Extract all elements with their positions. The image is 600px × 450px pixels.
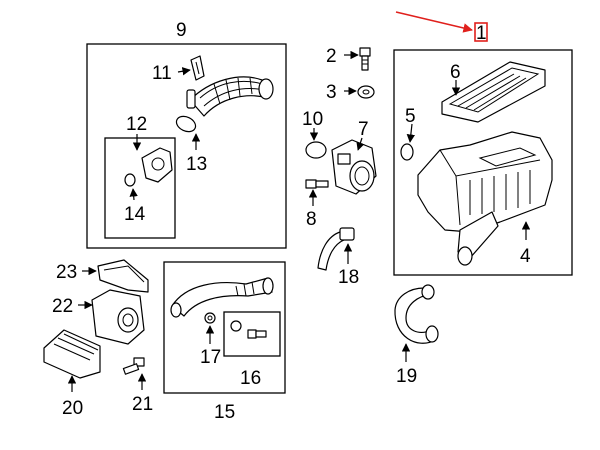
callout-11: 11 — [152, 63, 172, 84]
leader-11 — [177, 67, 191, 76]
seal-ring — [400, 143, 414, 161]
group-box-15 — [163, 261, 286, 394]
duct-20 — [43, 329, 101, 379]
callout-14: 14 — [124, 204, 146, 225]
vent-hose-18 — [317, 227, 355, 271]
nut-17 — [204, 312, 216, 324]
callout-2: 2 — [326, 46, 337, 67]
callout-1: 1 — [476, 23, 487, 44]
callout-5: 5 — [405, 106, 416, 127]
leader-7 — [356, 137, 365, 151]
leader-5 — [406, 123, 416, 143]
grommet-3 — [357, 85, 375, 99]
air-filter-element — [441, 61, 546, 123]
callout-21: 21 — [132, 394, 153, 415]
callout-7: 7 — [358, 119, 369, 140]
red-highlight-box — [474, 22, 488, 42]
group-box-12 — [104, 137, 176, 239]
cover-23 — [97, 259, 149, 293]
callout-20: 20 — [62, 398, 83, 419]
callout-23: 23 — [56, 262, 77, 283]
bracket-22 — [91, 289, 145, 345]
hose-clamp-11 — [190, 55, 205, 81]
callout-12: 12 — [126, 114, 147, 135]
callout-19: 19 — [396, 366, 417, 387]
clamp-10 — [305, 141, 327, 159]
mass-airflow-sensor-12 — [141, 147, 173, 183]
fasteners-16 — [230, 320, 267, 339]
resonator-duct-15 — [170, 277, 274, 318]
callout-9: 9 — [176, 20, 187, 41]
air-duct-19 — [394, 284, 439, 344]
callout-17: 17 — [200, 347, 221, 368]
hose-clamp-13 — [175, 115, 197, 133]
callout-8: 8 — [306, 209, 317, 230]
o-ring-14 — [124, 173, 136, 187]
callout-6: 6 — [450, 62, 461, 83]
callout-4: 4 — [520, 246, 531, 267]
callout-18: 18 — [338, 267, 359, 288]
callout-15: 15 — [214, 402, 235, 423]
red-pointer-arrow — [395, 11, 473, 33]
bolt-21 — [122, 357, 145, 375]
callout-10: 10 — [302, 109, 323, 130]
air-cleaner-housing — [417, 131, 553, 266]
group-box-9 — [86, 43, 287, 249]
callout-13: 13 — [186, 154, 207, 175]
callout-3: 3 — [326, 82, 337, 103]
bolt-2 — [359, 47, 371, 71]
throttle-body-7 — [331, 139, 377, 195]
callout-16: 16 — [240, 368, 261, 389]
group-box-16 — [223, 311, 281, 357]
leader-14 — [129, 188, 138, 201]
bolt-8 — [305, 179, 329, 189]
callout-22: 22 — [52, 296, 73, 317]
intake-hose — [186, 76, 274, 117]
group-box-1 — [393, 49, 573, 276]
